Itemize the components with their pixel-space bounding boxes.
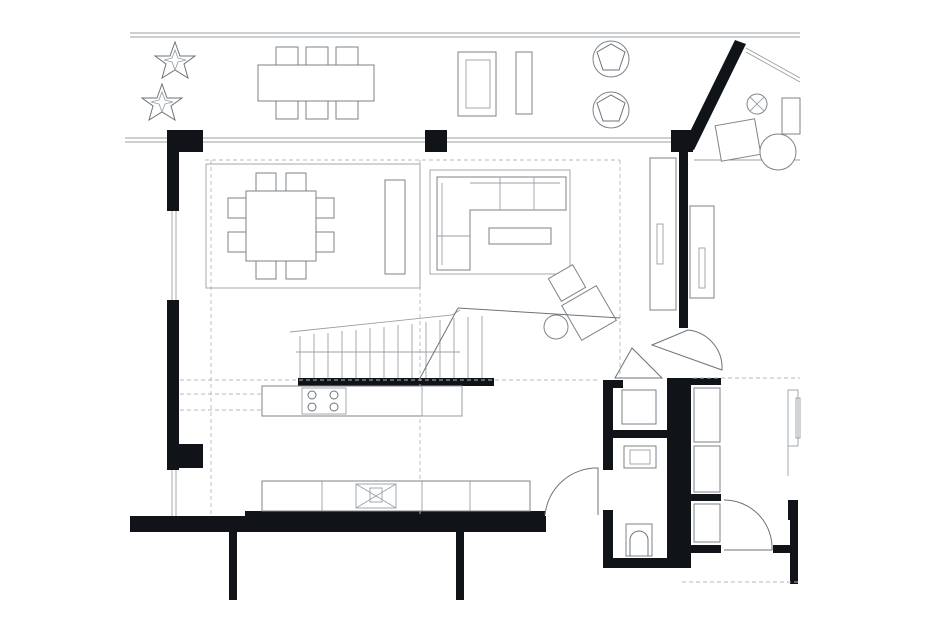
terrace-area	[125, 32, 800, 143]
window-left	[171, 211, 177, 516]
terrace-lounge-set	[457, 51, 533, 117]
terrace-armchairs	[592, 40, 630, 129]
bathroom	[621, 387, 721, 557]
dining-area	[205, 163, 421, 289]
corner-lounge	[683, 40, 801, 171]
terrace-plants	[140, 40, 197, 122]
wardrobes	[649, 157, 715, 311]
structural-walls	[130, 130, 798, 600]
staircase	[289, 307, 621, 379]
terrace-dining-set	[257, 46, 375, 120]
kitchen	[261, 385, 531, 512]
side-room	[787, 389, 801, 476]
overhead-lines	[180, 159, 800, 583]
living-area	[429, 169, 618, 342]
doors	[544, 329, 773, 551]
